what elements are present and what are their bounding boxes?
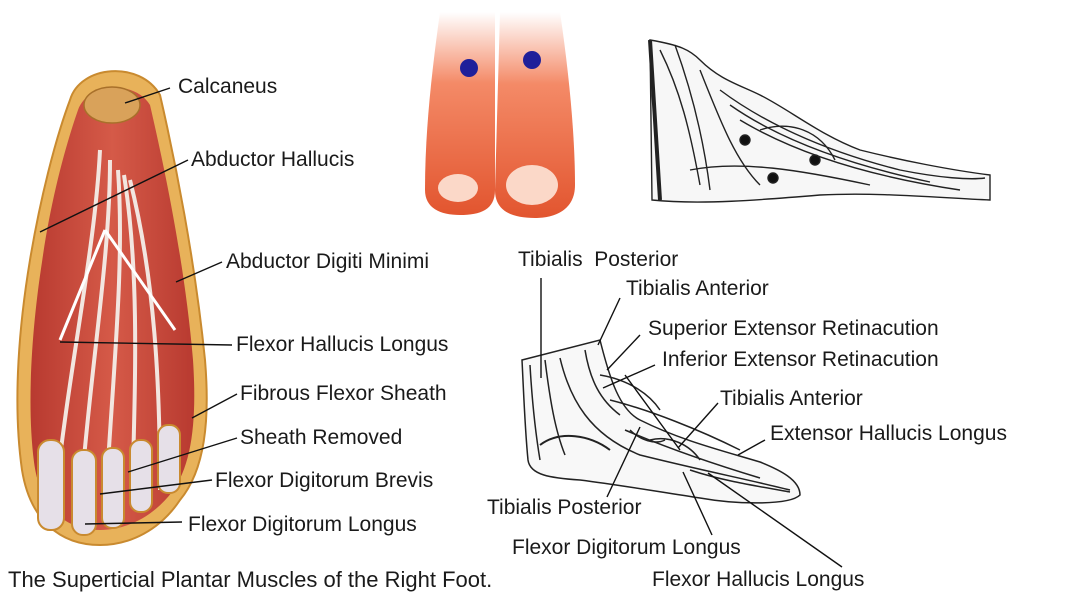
label-tibialis-posterior-top: Tibialis Posterior (518, 249, 678, 270)
label-flexor-hallucis-longus-lateral: Flexor Hallucis Longus (652, 569, 864, 590)
label-fibrous-flexor-sheath: Fibrous Flexor Sheath (240, 383, 447, 404)
label-tibialis-anterior-top: Tibialis Anterior (626, 278, 769, 299)
label-calcaneus: Calcaneus (178, 76, 277, 97)
label-extensor-hallucis-longus: Extensor Hallucis Longus (770, 423, 1007, 444)
label-abductor-hallucis: Abductor Hallucis (191, 149, 354, 170)
label-flexor-digitorum-brevis: Flexor Digitorum Brevis (215, 470, 433, 491)
label-flexor-hallucis-longus-plantar: Flexor Hallucis Longus (236, 334, 448, 355)
ankle-sketch-illustration (650, 40, 990, 202)
label-tibialis-anterior-mid: Tibialis Anterior (720, 388, 863, 409)
toes-closeup-illustration (425, 12, 575, 218)
acupoint-right (523, 51, 541, 69)
label-flexor-digitorum-longus-plantar: Flexor Digitorum Longus (188, 514, 417, 535)
label-superior-extensor-retinaculum: Superior Extensor Retinacution (648, 318, 939, 339)
figure-caption: The Superticial Plantar Muscles of the R… (8, 569, 492, 591)
plantar-foot-illustration (17, 71, 206, 545)
label-inferior-extensor-retinaculum: Inferior Extensor Retinacution (662, 349, 939, 370)
label-sheath-removed: Sheath Removed (240, 427, 402, 448)
label-tibialis-posterior-bottom: Tibialis Posterior (487, 497, 641, 518)
acupoint-left (460, 59, 478, 77)
label-abductor-digiti-minimi: Abductor Digiti Minimi (226, 251, 429, 272)
label-flexor-digitorum-longus-lateral: Flexor Digitorum Longus (512, 537, 741, 558)
calcaneus-bone (84, 87, 140, 123)
